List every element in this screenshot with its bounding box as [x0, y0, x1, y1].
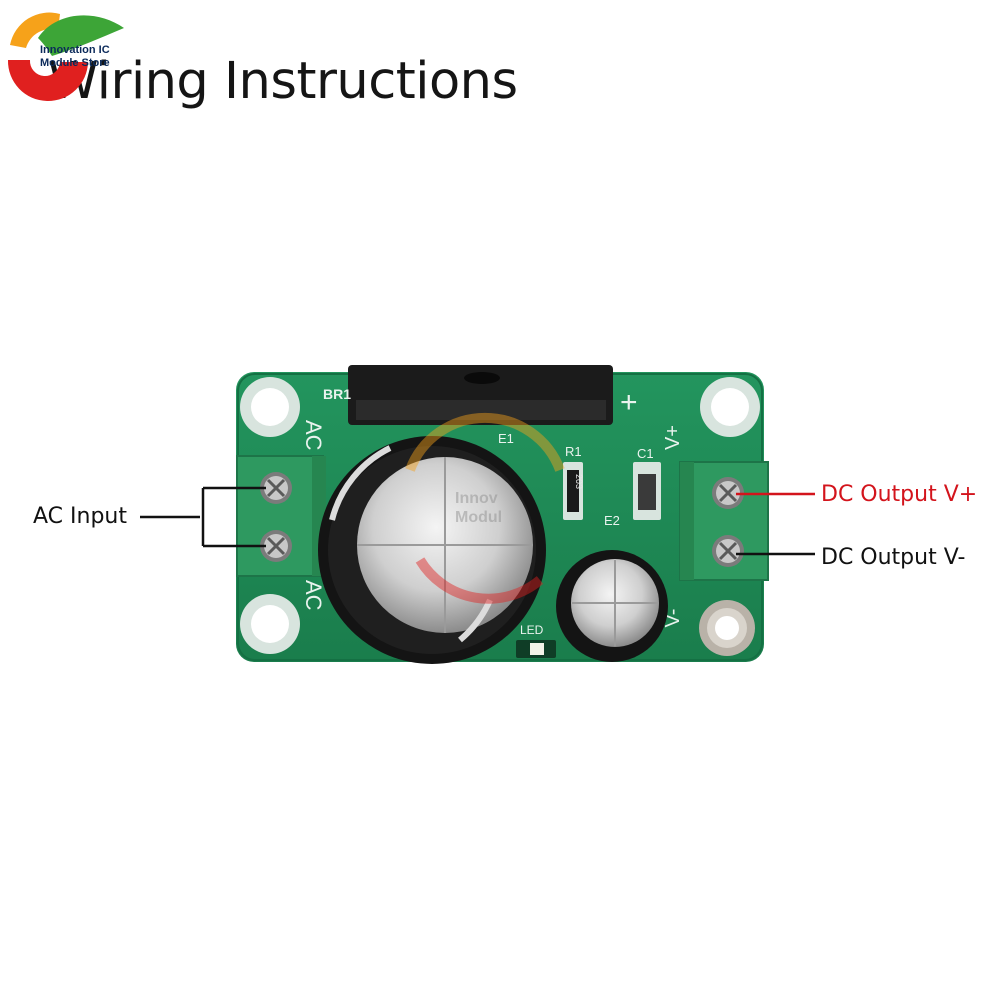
- logo-overlay-text-2: Module Store: [40, 57, 110, 69]
- mounting-hole-top-right: [700, 377, 760, 437]
- title-area: Wiring Instructions:: [0, 40, 520, 120]
- watermark-text-1: Innov: [455, 490, 498, 507]
- silk-plus: +: [620, 386, 638, 419]
- dc-terminal-block: [679, 461, 769, 581]
- dc-output-neg-label: DC Output V-: [821, 545, 966, 570]
- resistor-r1: 203: [563, 462, 584, 520]
- logo-overlay-text-1: Innovation IC: [40, 44, 110, 56]
- resistor-code: 203: [574, 474, 584, 489]
- capacitor-c1: [633, 462, 661, 520]
- silk-r1: R1: [565, 444, 582, 459]
- ac-terminal-block: [236, 455, 326, 577]
- capacitor-e1: [318, 436, 546, 664]
- watermark-text-2: Modul: [455, 509, 502, 526]
- watermark: Innov Modul: [405, 412, 565, 604]
- logo-overlay-icon: Innovation IC Module Store: [7, 12, 124, 102]
- page-title: Wiring Instructions:: [48, 52, 520, 111]
- mounting-hole-bottom-right: [699, 600, 755, 656]
- silk-ac-top: AC: [301, 420, 326, 451]
- silk-br1: BR1: [323, 386, 351, 402]
- silk-ac-bottom: AC: [301, 580, 326, 611]
- silk-c1: C1: [637, 446, 654, 461]
- ac-input-label: AC Input: [33, 504, 127, 529]
- mounting-hole-bottom-left: [240, 594, 300, 654]
- ac-input-connector-lines: [140, 486, 266, 548]
- mounting-hole-top-left: [240, 377, 300, 437]
- capacitor-e2: [556, 550, 668, 662]
- silk-led: LED: [520, 623, 544, 637]
- dc-output-pos-label: DC Output V+: [821, 482, 978, 507]
- silk-e2: E2: [604, 513, 620, 528]
- silk-e1: E1: [498, 431, 514, 446]
- silk-v-plus: V+: [662, 425, 684, 450]
- led: [516, 640, 556, 658]
